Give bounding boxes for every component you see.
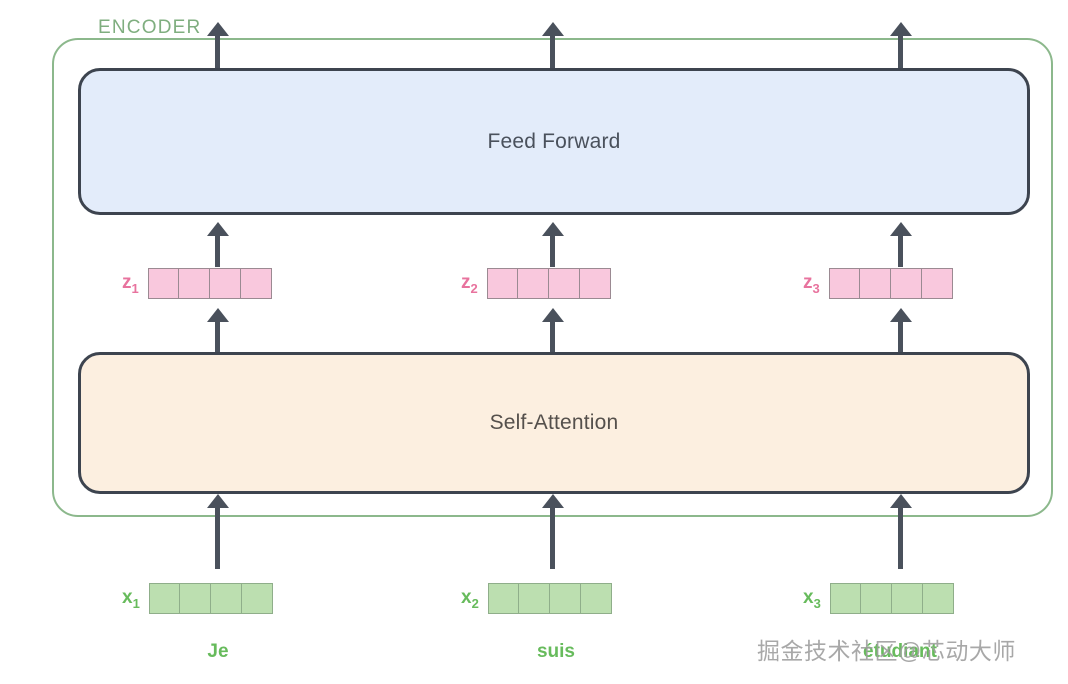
x-vector-3-cells [829,583,954,614]
vector-cell [579,268,611,299]
arrow-shaft [898,233,903,267]
arrow-head-icon [542,308,564,322]
output-arrow-2 [542,22,564,68]
z-vector-1-label: z1 [122,271,139,296]
arrow-shaft [215,233,220,267]
vector-cell [148,583,180,614]
x-to-sa-arrow-3 [890,494,912,569]
x-vector-3-label: x3 [803,586,821,611]
x-vector-1-cells [148,583,273,614]
arrow-shaft [898,33,903,68]
arrow-shaft [550,319,555,352]
z-vector-2-cells [486,268,611,299]
arrow-shaft [550,233,555,267]
arrow-head-icon [207,222,229,236]
vector-cell [922,583,954,614]
z-vector-3: z3 [803,268,953,299]
x-vector-1-label: x1 [122,586,140,611]
vector-cell [178,268,210,299]
vector-cell [517,268,549,299]
arrow-shaft [215,33,220,68]
arrow-head-icon [890,494,912,508]
z-vector-3-cells [828,268,953,299]
arrow-head-icon [542,222,564,236]
word-label-3: étudiant [863,641,937,662]
word-label-2: suis [536,641,576,662]
vector-cell [240,268,272,299]
vector-cell [209,268,241,299]
vector-cell [828,268,860,299]
self-attention-block: Self-Attention [78,352,1030,494]
z-vector-3-label: z3 [803,271,820,296]
arrow-shaft [215,319,220,352]
arrow-head-icon [207,22,229,36]
sa-to-z-arrow-1 [207,308,229,352]
z-to-ff-arrow-2 [542,222,564,267]
feed-forward-block: Feed Forward [78,68,1030,215]
x-vector-2-label: x2 [461,586,479,611]
vector-cell [179,583,211,614]
vector-cell [921,268,953,299]
vector-cell [210,583,242,614]
x-vector-1: x1 [122,583,273,614]
output-arrow-1 [207,22,229,68]
z-to-ff-arrow-3 [890,222,912,267]
vector-cell [486,268,518,299]
vector-cell [241,583,273,614]
arrow-head-icon [542,494,564,508]
x-to-sa-arrow-2 [542,494,564,569]
arrow-head-icon [207,494,229,508]
arrow-shaft [215,505,220,569]
arrow-shaft [550,505,555,569]
word-label-1: Je [207,641,229,662]
vector-cell [891,583,923,614]
vector-cell [518,583,550,614]
arrow-shaft [550,33,555,68]
arrow-head-icon [207,308,229,322]
x-vector-2-cells [487,583,612,614]
vector-cell [147,268,179,299]
arrow-head-icon [542,22,564,36]
z-vector-2-label: z2 [461,271,478,296]
self-attention-label: Self-Attention [489,411,619,434]
x-vector-3: x3 [803,583,954,614]
feed-forward-label: Feed Forward [487,129,621,153]
vector-cell [829,583,861,614]
vector-cell [890,268,922,299]
vector-cell [859,268,891,299]
arrow-head-icon [890,22,912,36]
vector-cell [580,583,612,614]
arrow-head-icon [890,222,912,236]
arrow-shaft [898,505,903,569]
z-to-ff-arrow-1 [207,222,229,267]
z-vector-1: z1 [122,268,272,299]
arrow-head-icon [890,308,912,322]
vector-cell [548,268,580,299]
z-vector-2: z2 [461,268,611,299]
x-to-sa-arrow-1 [207,494,229,569]
z-vector-1-cells [147,268,272,299]
sa-to-z-arrow-3 [890,308,912,352]
vector-cell [549,583,581,614]
vector-cell [860,583,892,614]
vector-cell [487,583,519,614]
x-vector-2: x2 [461,583,612,614]
watermark: 掘金技术社区@芯动大师 [757,638,1016,664]
arrow-shaft [898,319,903,352]
output-arrow-3 [890,22,912,68]
sa-to-z-arrow-2 [542,308,564,352]
encoder-label: ENCODER [98,17,202,38]
